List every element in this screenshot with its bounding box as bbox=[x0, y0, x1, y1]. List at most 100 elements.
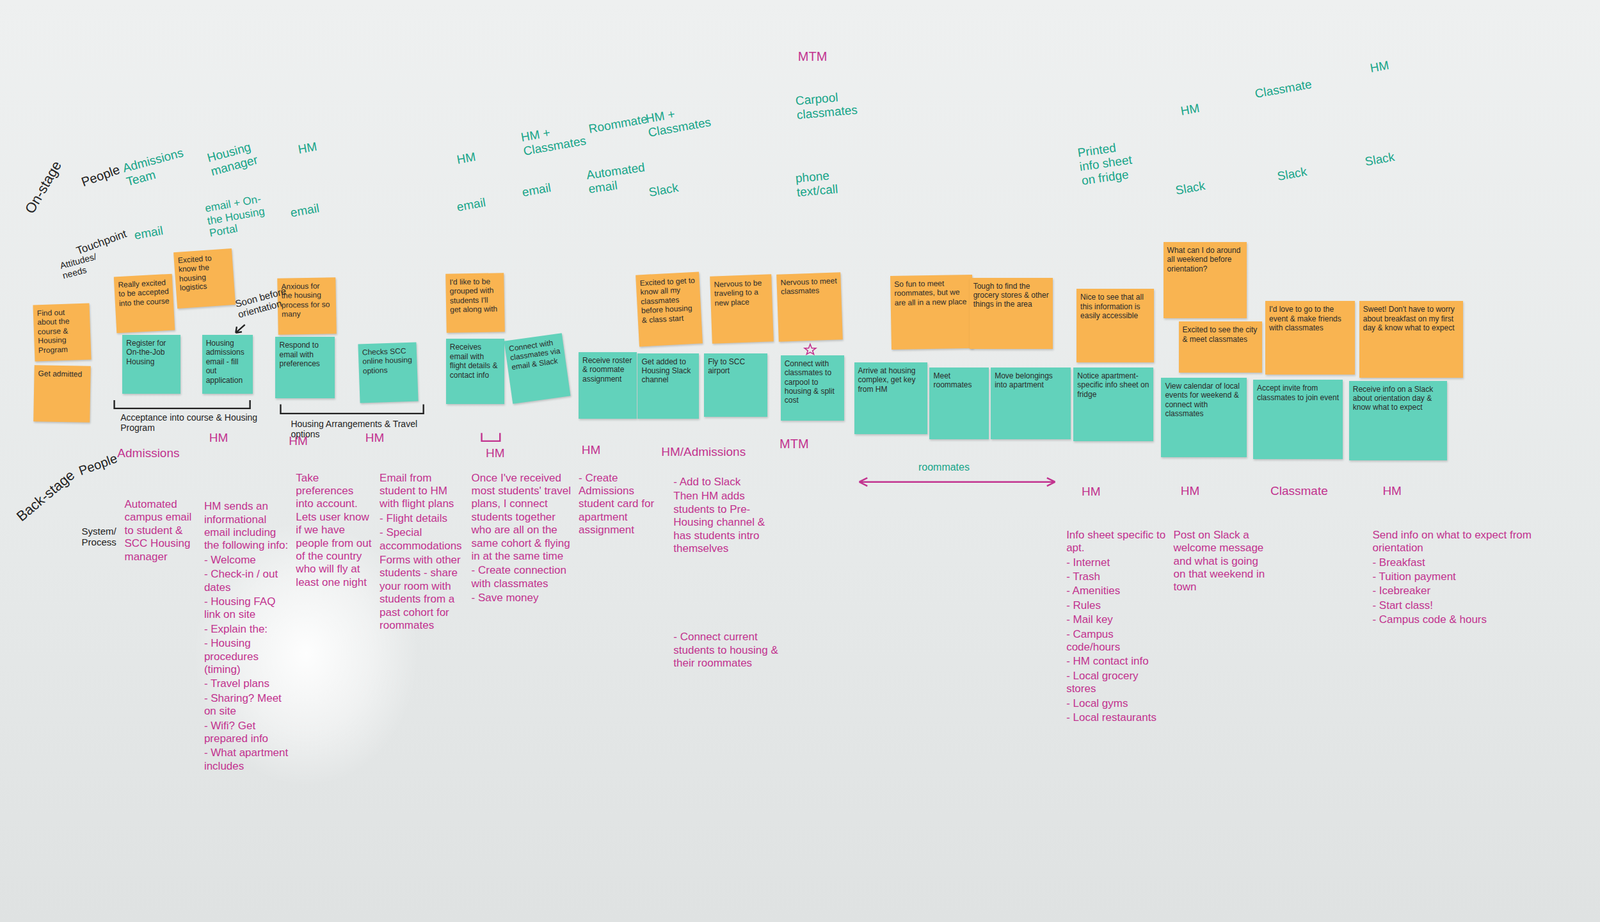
process-column: Take preferences into account. Lets user… bbox=[295, 471, 374, 591]
leader-arrow bbox=[235, 324, 245, 333]
sticky-note: Tough to find the grocery stores & other… bbox=[969, 277, 1054, 350]
sticky-note: Nice to see that all this information is… bbox=[1076, 288, 1154, 363]
process-column: - Create Admissions student card for apa… bbox=[578, 471, 666, 539]
process-column: Automated campus email to student & SCC … bbox=[124, 497, 201, 565]
handwritten-label: - Housing procedures (timing) bbox=[204, 636, 292, 676]
sticky-note: Excited to see the city & meet classmate… bbox=[1178, 321, 1263, 373]
handwritten-label: HM + Classmates bbox=[520, 119, 588, 159]
handwritten-label: Once I've received most students' travel… bbox=[471, 471, 572, 564]
handwritten-label: - Start class! bbox=[1372, 599, 1567, 612]
star-mark bbox=[804, 343, 816, 354]
handwritten-label: HM bbox=[288, 433, 308, 448]
handwritten-label: HM sends an informational email includin… bbox=[204, 499, 292, 553]
sticky-note: Get admitted bbox=[33, 364, 91, 422]
note-text: Get added to Housing Slack channel bbox=[641, 357, 696, 385]
handwritten-label: email bbox=[133, 223, 166, 242]
handwritten-label: - Check-in / out dates bbox=[204, 567, 292, 594]
sticky-note: Housing admissions email - fill out appl… bbox=[202, 334, 254, 394]
handwritten-label: HM bbox=[485, 446, 505, 461]
handwritten-label: Acceptance into course & Housing Program bbox=[120, 412, 264, 433]
note-text: Connect with classmates to carpool to ho… bbox=[784, 359, 841, 406]
process-column: Info sheet specific to apt.- Internet- T… bbox=[1066, 528, 1168, 726]
sticky-note: Receive info on a Slack about orientatio… bbox=[1349, 380, 1448, 461]
handwritten-label: On-stage bbox=[21, 158, 65, 217]
handwritten-label: HM bbox=[365, 430, 385, 445]
process-column: Once I've received most students' travel… bbox=[471, 471, 572, 607]
handwritten-label: People bbox=[76, 451, 120, 479]
handwritten-label: - Local grocery stores bbox=[1066, 669, 1168, 696]
handwritten-label: Admissions bbox=[117, 446, 180, 461]
note-text: I'd love to go to the event & make frien… bbox=[1269, 304, 1352, 333]
handwritten-label: - Sharing? Meet on site bbox=[204, 691, 292, 719]
handwritten-label: Then HM adds students to Pre-Housing cha… bbox=[673, 489, 776, 555]
note-text: Excited to see the city & meet classmate… bbox=[1182, 325, 1259, 344]
handwritten-label: Automated email bbox=[585, 160, 651, 197]
handwritten-label: Slack bbox=[1363, 149, 1396, 169]
bracket bbox=[481, 432, 501, 441]
note-text: Really excited to be accepted into the c… bbox=[117, 277, 170, 308]
handwritten-label: - Explain the: bbox=[204, 622, 292, 636]
handwritten-label: Printed info sheet on fridge bbox=[1076, 137, 1144, 188]
sticky-note: Nervous to be traveling to a new place bbox=[709, 274, 774, 344]
note-text: Get admitted bbox=[37, 368, 87, 379]
handwritten-label: - Special accommodations bbox=[379, 526, 462, 553]
handwritten-label: - Housing FAQ link on site bbox=[204, 595, 292, 622]
note-text: Housing admissions email - fill out appl… bbox=[206, 338, 250, 385]
sticky-note: Receives email with flight details & con… bbox=[446, 338, 505, 404]
handwritten-label: MTM bbox=[798, 49, 828, 64]
handwritten-label: Housing manager bbox=[205, 136, 267, 179]
handwritten-label: - Local gyms bbox=[1066, 696, 1168, 710]
span-arrow bbox=[858, 477, 1055, 486]
sticky-note: Really excited to be accepted into the c… bbox=[113, 273, 175, 333]
handwritten-label: - Rules bbox=[1066, 599, 1168, 612]
note-text: Sweet! Don't have to worry about breakfa… bbox=[1363, 304, 1460, 333]
handwritten-label: - Flight details bbox=[379, 512, 462, 525]
handwritten-label: roommates bbox=[918, 461, 970, 473]
handwritten-label: HM bbox=[1382, 483, 1402, 498]
handwritten-label: System/ Process bbox=[81, 525, 121, 548]
handwritten-label: - Create connection with classmates bbox=[471, 563, 572, 591]
handwritten-label: Send info on what to expect from orienta… bbox=[1372, 528, 1567, 555]
note-text: Accept invite from classmates to join ev… bbox=[1256, 383, 1339, 402]
sticky-note: Sweet! Don't have to worry about breakfa… bbox=[1359, 300, 1464, 378]
note-text: Receive roster & roommate assignment bbox=[582, 355, 633, 384]
note-text: Register for On-the-Job Housing bbox=[126, 338, 177, 367]
process-column: Send info on what to expect from orienta… bbox=[1372, 528, 1567, 628]
sticky-note: Connect with classmates via email & Slac… bbox=[504, 332, 571, 404]
note-text: Nervous to be traveling to a new place bbox=[714, 278, 769, 308]
sticky-note: Arrive at housing complex, get key from … bbox=[854, 362, 928, 434]
handwritten-label: - Local restaurants bbox=[1066, 711, 1168, 724]
sticky-note: Receive roster & roommate assignment bbox=[578, 352, 637, 419]
handwritten-label: HM bbox=[1180, 483, 1200, 498]
note-text: Notice apartment-specific info sheet on … bbox=[1077, 371, 1149, 399]
sticky-note: Fly to SCC airport bbox=[704, 353, 768, 417]
sticky-note: Nervous to meet classmates bbox=[776, 272, 843, 343]
sticky-note: Notice apartment-specific info sheet on … bbox=[1073, 367, 1153, 441]
handwritten-label: Carpool classmates bbox=[794, 88, 861, 122]
handwritten-label: email bbox=[455, 195, 488, 214]
handwritten-label: Admissions Team bbox=[120, 145, 188, 189]
note-text: Nervous to meet classmates bbox=[780, 276, 838, 297]
handwritten-label: - Add to Slack bbox=[673, 475, 776, 489]
note-text: Excited to know the housing logistics bbox=[177, 252, 232, 293]
handwritten-label: Back-stage bbox=[13, 466, 79, 525]
note-text: Find out about the course & Housing Prog… bbox=[36, 307, 87, 356]
note-text: Excited to get to know all my classmates… bbox=[640, 275, 698, 325]
sticky-note: Move belongings into apartment bbox=[990, 367, 1071, 440]
handwritten-label: - Icebreaker bbox=[1372, 584, 1567, 598]
handwritten-label: - Internet bbox=[1066, 556, 1168, 569]
handwritten-label: Automated campus email to student & SCC … bbox=[124, 497, 201, 564]
sticky-note: View calendar of local events for weeken… bbox=[1160, 377, 1247, 457]
handwritten-label: HM bbox=[1368, 58, 1391, 76]
handwritten-label: - Amenities bbox=[1066, 584, 1168, 598]
handwritten-label: HM bbox=[1081, 484, 1101, 499]
sticky-note: Excited to know the housing logistics bbox=[173, 248, 236, 309]
note-text: Receives email with flight details & con… bbox=[449, 342, 501, 380]
note-text: Meet roommates bbox=[933, 371, 985, 390]
handwritten-label: People bbox=[79, 162, 122, 191]
process-column: Email from student to HM with flight pla… bbox=[379, 471, 462, 634]
handwritten-label: - Campus code/hours bbox=[1066, 627, 1168, 655]
handwritten-label: - Mail key bbox=[1066, 613, 1168, 626]
handwritten-label: HM bbox=[581, 442, 601, 457]
